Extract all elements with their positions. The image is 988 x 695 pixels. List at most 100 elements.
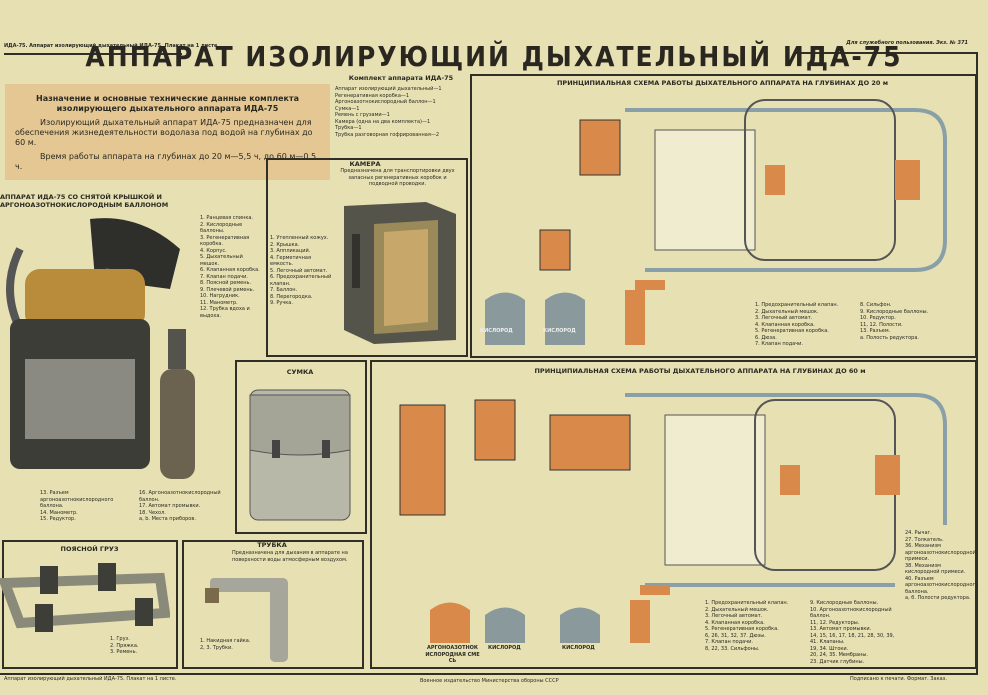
legend-item: 3. Аппликаций.: [270, 248, 311, 254]
schema-20-diagram: [539, 99, 947, 290]
legend-item: 3. Ремень.: [110, 649, 138, 655]
legend-item: 11, 12. Полости.: [860, 321, 903, 328]
tube-desc: Предназначена для дыхания в аппарате на …: [232, 550, 348, 563]
header-left-note: ИДА-75. Аппарат изолирующий дыхательный …: [4, 43, 218, 49]
legend-item: 9. Кислородные баллоны.: [860, 308, 929, 315]
legend-item: 14. Манометр.: [40, 509, 78, 516]
belt-panel: [2, 540, 178, 669]
schema-60-title: ПРИНЦИПИАЛЬНАЯ СХЕМА РАБОТЫ ДЫХАТЕЛЬНОГО…: [534, 367, 866, 375]
schema-60-cyl-label-2: КИСЛОРОД: [488, 645, 521, 651]
legend-item: 8. Сильфон.: [860, 302, 892, 308]
legend-item: 13. Разъем.: [860, 328, 891, 334]
legend-item: 10. Аргоноазотнокислородный баллон.: [810, 606, 892, 620]
tube-panel: [182, 540, 364, 669]
header-right-note: Для служебного пользования. Экз. № 371: [846, 40, 968, 46]
page-title: АППАРАТ ИЗОЛИРУЮЩИЙ ДЫХАТЕЛЬНЫЙ ИДА-75: [85, 40, 903, 73]
device-title: АППАРАТ ИДА-75 СО СНЯТОЙ КРЫШКОЙ И АРГОН…: [0, 193, 169, 209]
legend-item: 40. Разъем аргоноазотнокислородного балл…: [905, 575, 979, 595]
legend-item: 4. Герметичная емкость.: [270, 254, 311, 268]
schema-60-legend-a: 1. Предохранительный клапан.2. Дыхательн…: [705, 600, 788, 652]
tube-title: ТРУБКА: [257, 541, 287, 549]
camera-legend: 1. Утепленный кожух.2. Крышка.3. Апплика…: [270, 235, 332, 307]
device-legend-2: 13. Разъем аргоноазотнокислородного балл…: [40, 490, 230, 523]
legend-item: 8, 22, 33. Сильфоны.: [705, 645, 760, 652]
footer-center: Военное издательство Министерства оборон…: [420, 678, 559, 684]
legend-item: 17. Автомат промывки.: [139, 503, 201, 509]
title-rule-right: [795, 52, 978, 54]
legend-item: 4. Клапанная коробка.: [705, 619, 765, 626]
legend-item: 6, 26, 31, 32, 37. Дюзы.: [705, 632, 766, 639]
legend-item: 4. Клапанная коробка.: [755, 321, 815, 328]
legend-item: 9. Ручка.: [270, 300, 293, 306]
legend-item: 2. Дыхательный мешок.: [705, 606, 769, 613]
legend-item: 16. Аргоноазотнокислородный баллон.: [139, 490, 221, 503]
camera-title: КАМЕРА: [349, 160, 381, 168]
schema-60-cylinders: [430, 600, 650, 643]
bag-panel: [235, 360, 367, 534]
kit-list: Комплект аппарата ИДА-75 Аппарат изолиру…: [335, 74, 467, 138]
legend-item: 9. Плечевой ремень.: [200, 286, 255, 293]
legend-item: 2. Дыхательный мешок.: [755, 308, 819, 315]
legend-item: 12. Трубка вдоха и выдоха.: [200, 306, 250, 319]
legend-item: 10. Нагрудник.: [200, 293, 240, 299]
footer-left: Аппарат изолирующий дыхательный ИДА-75. …: [4, 676, 177, 682]
legend-item: а, б. Полости редуктора.: [905, 595, 971, 601]
info-title: Назначение и основные технические данные…: [36, 94, 299, 113]
legend-item: 5. Легочный автомат.: [270, 267, 328, 274]
camera-panel: [266, 158, 468, 357]
legend-item: 7. Клапан подачи.: [705, 639, 754, 645]
legend-item: 7. Клапан подачи.: [200, 273, 249, 280]
device-legend: 1. Ранцевая спинка.2. Кислородные баллон…: [200, 215, 262, 319]
legend-item: Камера (одна на два комплекта)—1: [335, 118, 431, 125]
camera-desc: Предназначена для транспортировки двух з…: [340, 168, 455, 187]
kit-title: Комплект аппарата ИДА-75: [348, 74, 454, 82]
info-box: Назначение и основные технические данные…: [5, 84, 330, 180]
schema-20-cylinders: [485, 290, 645, 345]
legend-item: 6. Клапанная коробка.: [200, 267, 260, 273]
legend-item: 5. Регенеративная коробка.: [755, 328, 829, 334]
bag-illustration: [249, 389, 351, 521]
bag-title: СУМКА: [286, 368, 314, 376]
legend-item: 13. Автомат промывки.: [810, 626, 872, 632]
schema-60-legend-b: 9. Кислородные баллоны.10. Аргоноазотнок…: [810, 600, 900, 665]
belt-illustration: [0, 563, 170, 632]
info-para-1: Изолирующий дыхательный аппарат ИДА-75 п…: [15, 118, 313, 147]
schema-60-legend-c: 24. Рычаг.27. Толкатель.36. Механизм арг…: [905, 530, 979, 602]
schema-20-title: ПРИНЦИПИАЛЬНАЯ СХЕМА РАБОТЫ ДЫХАТЕЛЬНОГО…: [556, 79, 889, 87]
legend-item: 24. Рычаг.: [905, 530, 932, 536]
legend-item: 2. Пряжка.: [110, 642, 139, 649]
legend-item: 20, 24, 35. Мембраны.: [810, 652, 868, 658]
schema-60-cyl-label-1: АРГОНОАЗОТНОКИСЛОРОДНАЯ СМЕСЬ: [425, 645, 480, 664]
legend-item: а. Полость редуктора.: [860, 334, 919, 341]
legend-item: Аргоноазотнокислородный баллон—1: [335, 99, 436, 105]
legend-item: 1. Утепленный кожух.: [270, 235, 329, 241]
legend-item: 19, 34. Штоки.: [810, 645, 849, 652]
legend-item: 1. Накидная гайка.: [200, 638, 251, 644]
belt-title: ПОЯСНОЙ ГРУЗ: [60, 545, 119, 553]
legend-item: 2. Кислородные баллоны.: [200, 221, 243, 235]
legend-item: 6. Дюза.: [755, 334, 777, 341]
tube-illustration: [205, 578, 288, 662]
footer-right: Подписано к печати. Формат. Заказ.: [850, 676, 947, 682]
legend-item: 27. Толкатель.: [905, 536, 944, 543]
legend-item: 3. Регенеративная коробка.: [200, 234, 250, 248]
legend-item: 18. Чехол.: [139, 509, 166, 516]
legend-item: 5. Дыхательный мешок.: [200, 254, 243, 267]
legend-item: Трубка разговорная гофрированная—2: [335, 131, 440, 138]
camera-illustration: [344, 202, 456, 344]
legend-item: 2, 3. Трубки.: [200, 644, 233, 651]
legend-item: 11, 12. Редукторы.: [810, 619, 860, 626]
legend-item: 14, 15, 16, 17, 18, 21, 28, 30, 39, 41. …: [810, 632, 895, 646]
legend-item: 3. Легочный автомат.: [705, 613, 763, 619]
belt-legend: 1. Груз.2. Пряжка.3. Ремень.: [110, 636, 138, 656]
schema-60-panel: [370, 360, 977, 669]
legend-item: 6. Предохранительный клапан.: [270, 274, 332, 287]
tube-legend: 1. Накидная гайка.2, 3. Трубки.: [200, 638, 250, 651]
legend-item: 23. Датчик глубины.: [810, 658, 865, 665]
info-para-2: Время работы аппарата на глубинах до 20 …: [15, 152, 317, 171]
legend-item: 1. Груз.: [110, 636, 130, 642]
legend-item: 10. Редуктор.: [860, 315, 896, 321]
schema-20-cyl-label-1: КИСЛОРОД: [480, 328, 513, 334]
legend-item: Ремень с грузами—1: [335, 112, 390, 118]
